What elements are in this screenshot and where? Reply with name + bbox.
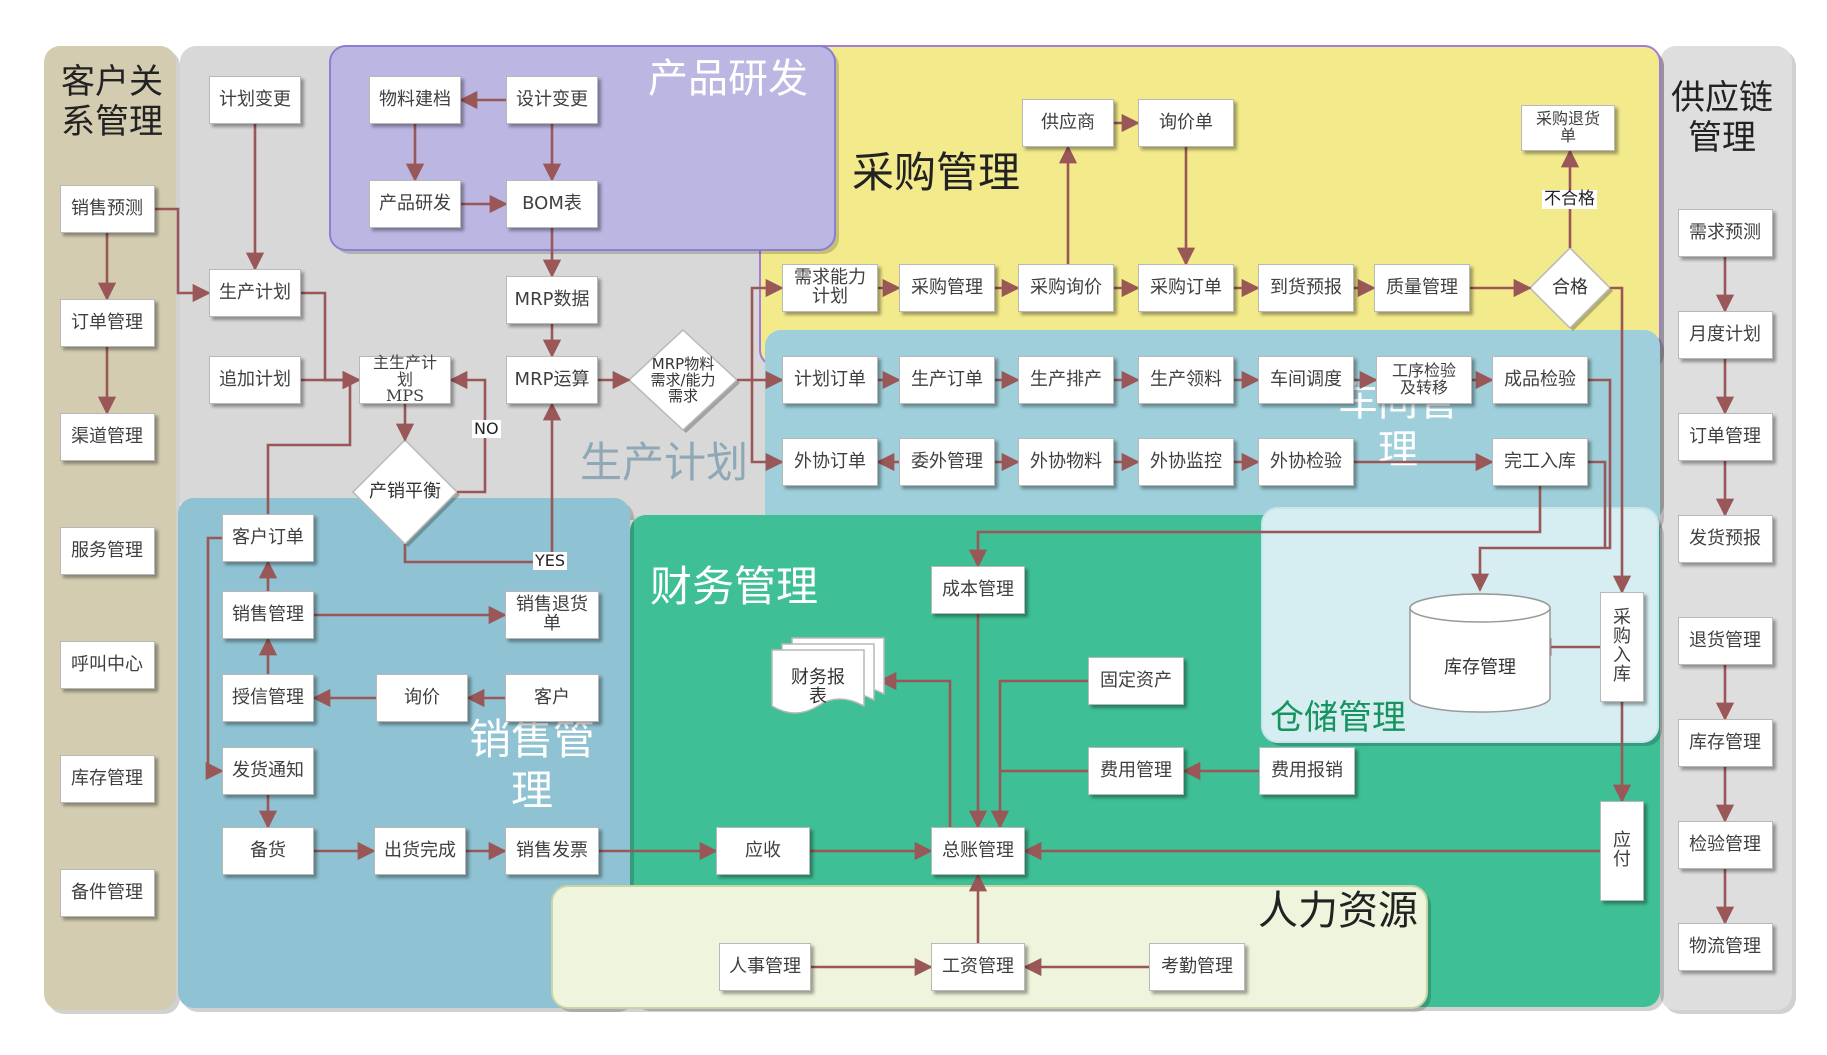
prod-material-box[interactable]: 生产领料 [1138,356,1234,404]
supply-item-5[interactable]: 退货管理 [1677,617,1773,665]
section-title-rd: 产品研发 [648,56,808,102]
expense-mgmt-box[interactable]: 费用管理 [1088,747,1184,795]
inquiry-sheet-box[interactable]: 询价单 [1138,99,1234,147]
outsource-monitor-box[interactable]: 外协监控 [1138,438,1234,486]
add-plan-box[interactable]: 追加计划 [209,356,301,404]
section-title-supply: 供应链管理 [1671,78,1773,159]
arrival-notice-box[interactable]: 到货预报 [1258,264,1354,312]
purchase-inquiry-box[interactable]: 采购询价 [1018,264,1114,312]
section-title-finance: 财务管理 [650,562,819,611]
crm-item-7[interactable]: 备件管理 [59,869,155,917]
price-inquiry-box[interactable]: 询价 [376,674,468,722]
completion-stock-box[interactable]: 完工入库 [1492,438,1588,486]
section-title-sales: 销售管理 [468,715,595,816]
label-unqualified: 不合格 [1542,189,1597,209]
hr-mgmt-box[interactable]: 人事管理 [719,943,811,991]
crm-item-1[interactable]: 销售预测 [59,185,155,233]
ship-done-box[interactable]: 出货完成 [374,827,466,875]
qualified-diamond[interactable]: 合格 [1552,277,1588,299]
plan-order-box[interactable]: 计划订单 [782,356,878,404]
mrp-calc-box[interactable]: MRP运算 [506,356,598,404]
design-change-box[interactable]: 设计变更 [506,76,598,124]
production-plan-box[interactable]: 生产计划 [209,269,301,317]
supply-item-4[interactable]: 发货预报 [1677,515,1773,563]
ship-notice-box[interactable]: 发货通知 [222,747,314,795]
purchase-order-box[interactable]: 采购订单 [1138,264,1234,312]
payable-box[interactable]: 应 付 [1600,801,1644,901]
supply-item-7[interactable]: 检验管理 [1677,821,1773,869]
outsource-inspect-box[interactable]: 外协检验 [1258,438,1354,486]
crm-item-4[interactable]: 服务管理 [59,527,155,575]
crm-item-2[interactable]: 订单管理 [59,299,155,347]
supply-item-2[interactable]: 月度计划 [1677,311,1773,359]
mrp-data-box[interactable]: MRP数据 [506,276,598,324]
expense-claim-box[interactable]: 费用报销 [1259,747,1355,795]
product-rd-box[interactable]: 产品研发 [369,180,461,228]
sales-invoice-box[interactable]: 销售发票 [505,827,599,875]
receivable-box[interactable]: 应收 [716,827,810,875]
label-no: NO [472,419,501,438]
demand-plan-box[interactable]: 需求能力 计划 [782,264,878,312]
supply-item-1[interactable]: 需求预测 [1677,209,1773,257]
quality-mgmt-box[interactable]: 质量管理 [1374,264,1470,312]
ledger-box[interactable]: 总账管理 [931,827,1025,875]
sales-mgmt-box[interactable]: 销售管理 [222,591,314,639]
material-build-box[interactable]: 物料建档 [369,76,461,124]
section-title-warehouse: 仓储管理 [1270,698,1406,738]
supply-item-8[interactable]: 物流管理 [1677,923,1773,971]
section-title-plan: 生产计划 [580,438,749,487]
customer-box[interactable]: 客户 [505,674,599,722]
attendance-box[interactable]: 考勤管理 [1149,943,1245,991]
purchase-in-box[interactable]: 采 购 入 库 [1600,592,1644,702]
process-inspect-box[interactable]: 工序检验 及转移 [1376,356,1472,404]
purchase-mgmt-box[interactable]: 采购管理 [899,264,995,312]
mps-box[interactable]: 主生产计 划 MPS [359,354,451,404]
supply-item-6[interactable]: 库存管理 [1677,719,1773,767]
inventory-database[interactable]: 库存管理 [1444,657,1516,678]
sales-return-box[interactable]: 销售退货 单 [505,591,599,639]
section-title-hr: 人力资源 [1258,888,1418,934]
stock-prep-box[interactable]: 备货 [222,827,314,875]
supply-item-3[interactable]: 订单管理 [1677,413,1773,461]
label-yes: YES [533,551,568,570]
credit-mgmt-box[interactable]: 授信管理 [222,674,314,722]
customer-order-box[interactable]: 客户订单 [222,514,314,562]
outsource-material-box[interactable]: 外协物料 [1018,438,1114,486]
prod-schedule-box[interactable]: 生产排产 [1018,356,1114,404]
finished-inspect-box[interactable]: 成品检验 [1492,356,1588,404]
outsource-order-box[interactable]: 外协订单 [782,438,878,486]
cost-mgmt-box[interactable]: 成本管理 [931,566,1025,614]
payroll-box[interactable]: 工资管理 [931,943,1025,991]
crm-item-5[interactable]: 呼叫中心 [59,641,155,689]
supplier-box[interactable]: 供应商 [1022,99,1114,147]
prod-order-box[interactable]: 生产订单 [899,356,995,404]
outsource-mgmt-box[interactable]: 委外管理 [899,438,995,486]
financial-report-document[interactable]: 财务报 表 [791,667,845,708]
purchase-panel [759,45,1661,367]
section-title-crm: 客户关系管理 [61,62,163,143]
shop-dispatch-box[interactable]: 车间调度 [1258,356,1354,404]
crm-item-6[interactable]: 库存管理 [59,755,155,803]
crm-item-3[interactable]: 渠道管理 [59,413,155,461]
section-title-purchase: 采购管理 [852,148,1021,197]
bom-box[interactable]: BOM表 [506,180,598,228]
plan-change-box[interactable]: 计划变更 [209,76,301,124]
mrp-requirement-diamond[interactable]: MRP物料 需求/能力 需求 [650,354,716,406]
fixed-assets-box[interactable]: 固定资产 [1088,657,1184,705]
balance-diamond[interactable]: 产销平衡 [369,481,441,503]
purchase-return-box[interactable]: 采购退货 单 [1521,105,1615,151]
